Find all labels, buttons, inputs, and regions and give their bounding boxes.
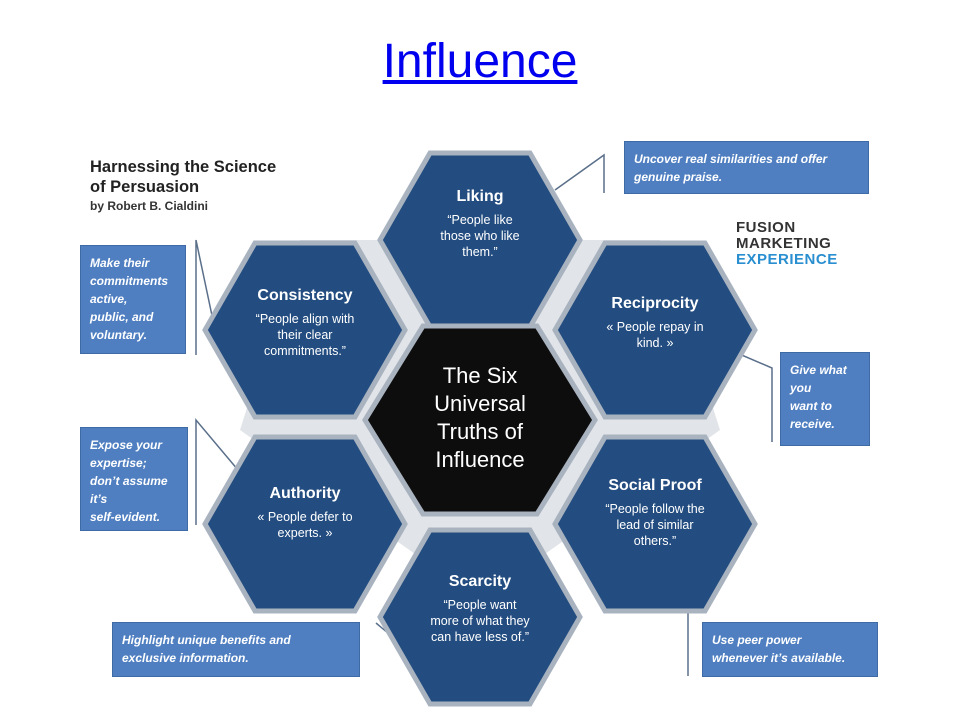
tip-text: exclusive information. [122, 651, 249, 665]
tip-text: Expose your [90, 438, 163, 452]
header-title: of Persuasion [90, 178, 200, 196]
principle-name: Reciprocity [611, 295, 699, 312]
tip-authority: Expose your expertise; don’t assume it’s… [80, 427, 188, 531]
tip-text: voluntary. [90, 328, 147, 342]
tip-text: don’t assume [90, 474, 168, 488]
principle-scarcity: Scarcity “People want more of what they … [395, 573, 565, 645]
tip-text: expertise; [90, 456, 147, 470]
tip-text: Give what [790, 363, 847, 377]
hex-shapes [202, 150, 758, 707]
principle-quote: « People defer to [257, 510, 353, 524]
header-byline: by Robert B. Cialdini [90, 199, 209, 213]
tip-text: it’s [90, 492, 108, 506]
tip-text: self-evident. [90, 510, 161, 524]
callout-line-reciprocity [729, 349, 773, 442]
principle-liking: Liking “People like those who like them.… [395, 188, 565, 260]
principle-name: Social Proof [608, 477, 702, 494]
principle-name: Liking [456, 188, 504, 205]
principle-quote: their clear [277, 328, 333, 342]
center-line: The Six [442, 363, 518, 388]
tip-scarcity: Highlight unique benefits and exclusive … [112, 622, 360, 677]
principle-quote: others.” [633, 534, 677, 548]
principle-quote: them.” [462, 245, 498, 259]
tip-text: commitments [90, 274, 169, 288]
logo-line: EXPERIENCE [736, 251, 838, 268]
hex-scarcity [377, 527, 583, 707]
tip-consistency: Make their commitments active, public, a… [80, 245, 186, 354]
center-line: Truths of [437, 419, 523, 444]
callout-line-authority [195, 417, 239, 525]
principle-quote: experts. » [277, 526, 333, 540]
header-title: Harnessing the Science [90, 158, 277, 176]
tip-reciprocity: Give what you want to receive. [780, 352, 870, 446]
diagram-header: Harnessing the Science of Persuasion by … [90, 157, 340, 213]
hex-social-proof [552, 434, 758, 614]
fusion-logo: FUSION MARKETING EXPERIENCE [736, 220, 876, 268]
principle-quote: kind. » [636, 336, 674, 350]
principle-quote: “People align with [255, 312, 355, 326]
tip-text: Highlight unique benefits and [122, 633, 291, 647]
principle-reciprocity: Reciprocity « People repay in kind. » [570, 295, 740, 351]
tip-text: whenever it’s available. [712, 651, 846, 665]
tip-text: active, [90, 292, 128, 306]
principle-name: Scarcity [448, 573, 512, 590]
hex-reciprocity [552, 240, 758, 420]
principle-authority: Authority « People defer to experts. » [220, 485, 390, 541]
principle-consistency: Consistency “People align with their cle… [220, 287, 390, 359]
callout-lines [195, 153, 773, 676]
principle-quote: “People follow the [605, 502, 705, 516]
center-line: Universal [434, 391, 526, 416]
principle-quote: « People repay in [606, 320, 704, 334]
center-title: The Six Universal Truths of Influence [400, 362, 560, 474]
tip-text: Use peer power [712, 633, 802, 647]
principle-quote: commitments.” [264, 344, 346, 358]
tip-text: want to [790, 399, 832, 413]
tip-liking: Uncover real similarities and offer genu… [624, 141, 869, 194]
tip-text: Make their [90, 256, 150, 270]
tip-text: receive. [790, 417, 835, 431]
hex-center [362, 323, 598, 517]
callout-line-consistency [195, 239, 215, 355]
hex-consistency [202, 240, 408, 420]
tip-text: public, and [90, 310, 154, 324]
principle-quote: “People like [447, 213, 513, 227]
tip-social-proof: Use peer power whenever it’s available. [702, 622, 878, 677]
principle-name: Consistency [257, 287, 353, 304]
logo-line: MARKETING [736, 235, 832, 252]
logo-line: FUSION [736, 219, 796, 236]
principle-quote: lead of similar [616, 518, 694, 532]
slide-title[interactable]: Influence [382, 35, 578, 88]
principle-quote: can have less of.” [431, 630, 529, 644]
principle-quote: “People want [443, 598, 517, 612]
tip-text: Uncover real similarities and offer [634, 152, 828, 166]
callout-line-liking [554, 153, 605, 193]
hex-authority [202, 434, 408, 614]
principle-quote: those who like [440, 229, 520, 243]
tip-text: you [790, 381, 812, 395]
tip-text: genuine praise. [634, 170, 723, 184]
principle-social-proof: Social Proof “People follow the lead of … [570, 477, 740, 549]
principle-quote: more of what they [430, 614, 530, 628]
center-line: Influence [435, 447, 525, 472]
principle-name: Authority [269, 485, 341, 502]
